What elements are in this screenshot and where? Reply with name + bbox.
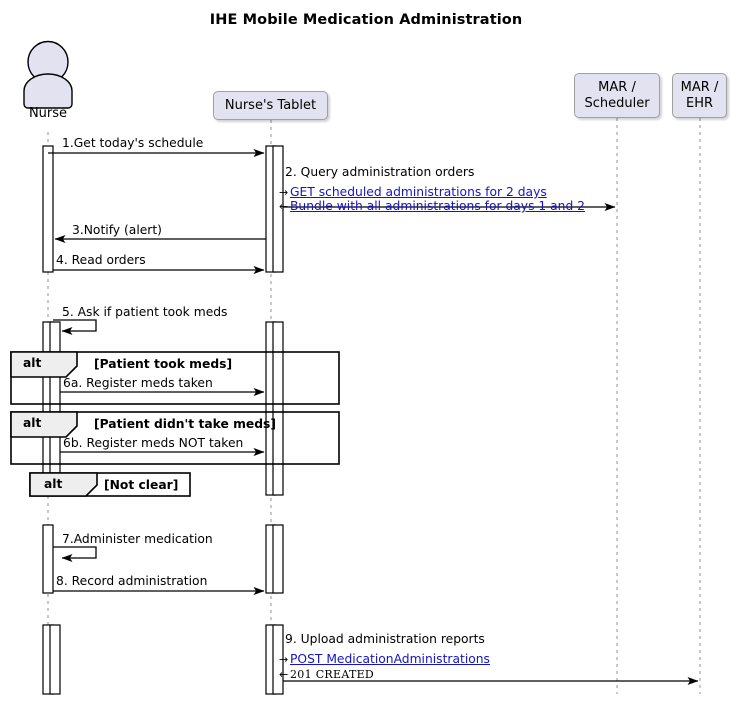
message-9-response-status: 201 CREATED xyxy=(290,668,375,681)
fragment-keyword-3: alt xyxy=(44,477,63,491)
message-label-2: 2. Query administration orders xyxy=(285,165,475,179)
fragment-header-tab-1 xyxy=(10,351,78,378)
arrow-right-icon: → xyxy=(279,186,289,199)
arrow-msg-7-self xyxy=(53,546,97,562)
fragment-box-2 xyxy=(10,411,340,465)
activation-nurse-2b xyxy=(49,321,61,496)
message-2-response-row: ←Bundle with all administrations for day… xyxy=(279,195,585,214)
fragment-boxes xyxy=(10,351,340,465)
participant-label-ehr-line2: EHR xyxy=(685,95,714,111)
message-2-response-link[interactable]: Bundle with all administrations for days… xyxy=(290,199,585,213)
participant-label-scheduler-line2: Scheduler xyxy=(584,95,650,111)
message-label-4: 4. Read orders xyxy=(56,253,146,267)
participant-label-tablet: Nurse's Tablet xyxy=(224,97,317,113)
activation-tablet-4b xyxy=(272,624,284,695)
message-9-request-link[interactable]: POST MedicationAdministrations xyxy=(290,652,490,666)
message-label-9: 9. Upload administration reports xyxy=(285,632,485,646)
message-arrows xyxy=(48,149,699,685)
actor-nurse-figure xyxy=(23,40,73,109)
activation-tablet-2b xyxy=(272,321,284,496)
arrow-msg-5-self xyxy=(53,319,97,335)
participant-mar-scheduler[interactable]: MAR / Scheduler xyxy=(574,73,660,118)
fragment-keyword-1: alt xyxy=(23,356,42,370)
fragment-condition-1: [Patient took meds] xyxy=(94,357,233,371)
fragment-box-1 xyxy=(10,351,340,405)
fragment-header-tab-2 xyxy=(10,411,78,438)
message-2-request-row: →GET scheduled administrations for 2 day… xyxy=(279,181,547,200)
activation-nurse-1 xyxy=(42,145,54,273)
message-9-request-row: →POST MedicationAdministrations xyxy=(279,648,490,667)
activation-tablet-1b xyxy=(272,145,284,273)
fragment-headers xyxy=(10,351,191,497)
activation-tablet-3b xyxy=(272,524,284,594)
fragment-condition-2: [Patient didn't take meds] xyxy=(94,417,276,431)
activation-nurse-3 xyxy=(42,524,54,594)
fragment-keyword-2: alt xyxy=(23,416,42,430)
participant-label-scheduler-line1: MAR / xyxy=(598,80,636,95)
fragment-condition-3: [Not clear] xyxy=(104,478,179,492)
message-label-7: 7.Administer medication xyxy=(62,532,213,546)
message-label-6b: 6b. Register meds NOT taken xyxy=(63,436,244,450)
activation-nurse-4b xyxy=(49,624,61,695)
message-label-6a: 6a. Register meds taken xyxy=(63,376,213,390)
message-2-request-link[interactable]: GET scheduled administrations for 2 days xyxy=(290,185,547,199)
message-label-1: 1.Get today's schedule xyxy=(62,136,204,150)
arrow-left-icon: ← xyxy=(279,200,289,213)
arrow-right-icon: → xyxy=(279,653,289,666)
participant-label-ehr-line1: MAR / xyxy=(680,80,719,95)
participant-nurses-tablet[interactable]: Nurse's Tablet xyxy=(213,91,328,120)
actor-label-nurse: Nurse xyxy=(28,106,68,121)
message-label-5: 5. Ask if patient took meds xyxy=(62,305,228,319)
message-label-3: 3.Notify (alert) xyxy=(72,223,162,237)
participant-mar-ehr[interactable]: MAR / EHR xyxy=(672,73,727,118)
page-title: IHE Mobile Medication Administration xyxy=(209,12,523,28)
message-9-response-row: ←201 CREATED xyxy=(279,663,374,682)
arrow-left-icon: ← xyxy=(279,668,289,681)
fragment-header-tab-3 xyxy=(29,472,98,497)
message-label-8: 8. Record administration xyxy=(56,574,208,588)
